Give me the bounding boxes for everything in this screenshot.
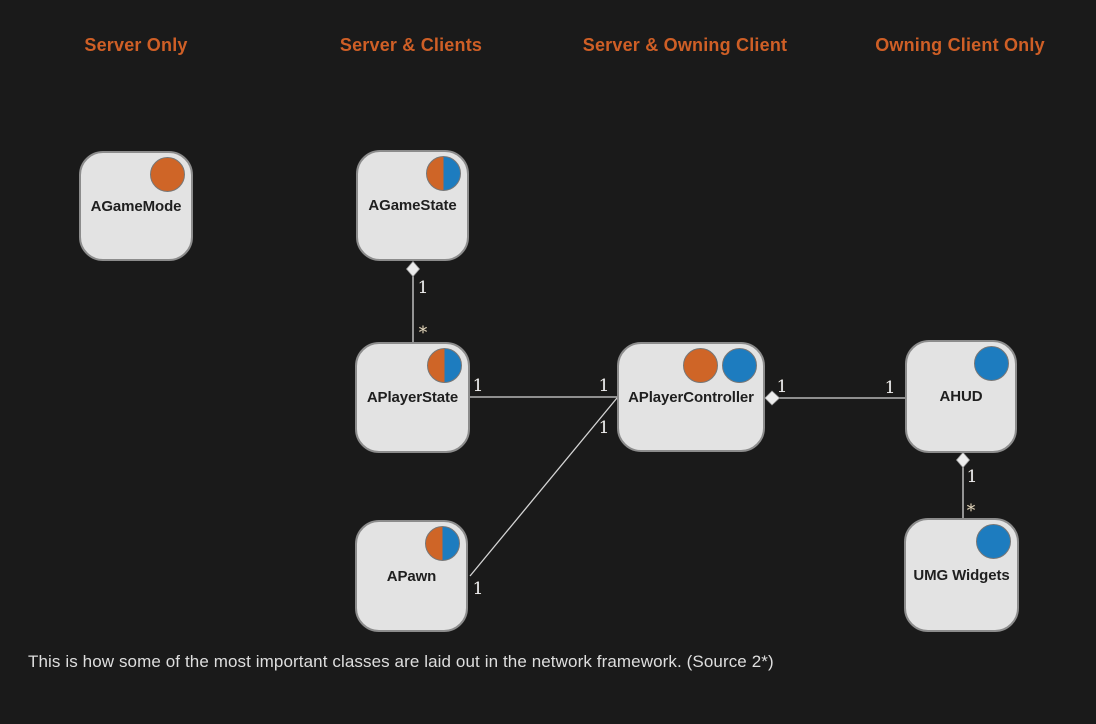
class-node-agamemode: AGameMode xyxy=(79,151,193,261)
class-node-label: UMG Widgets xyxy=(913,566,1010,584)
multiplicity-label: * xyxy=(966,501,976,521)
server-circle xyxy=(683,348,718,383)
class-node-label: APlayerState xyxy=(366,389,459,406)
client-circle xyxy=(974,346,1009,381)
server-client-circle xyxy=(426,156,461,191)
multiplicity-label: 1 xyxy=(884,378,896,398)
caption-text: This is how some of the most important c… xyxy=(28,652,774,671)
client-circle xyxy=(722,348,757,383)
multiplicity-label: 1 xyxy=(417,278,429,298)
class-node-label: AHUD xyxy=(939,388,983,405)
class-node-agamestate: AGameState xyxy=(356,150,469,261)
class-node-aplayercontroller: APlayerController xyxy=(617,342,765,452)
class-node-label: AGameState xyxy=(368,197,457,214)
server-client-circle xyxy=(425,526,460,561)
composition-diamond-ahud xyxy=(955,451,971,469)
multiplicity-label: 1 xyxy=(966,467,978,487)
class-node-label: APawn xyxy=(386,567,437,585)
class-node-apawn: APawn xyxy=(355,520,468,632)
server-client-circle xyxy=(427,348,462,383)
class-node-label: APlayerController xyxy=(628,388,754,406)
composition-diamond-agamestate xyxy=(405,260,421,278)
edge-apawn-aplayercontroller-line xyxy=(469,397,618,577)
column-header-owning-client-only: Owning Client Only xyxy=(875,35,1045,55)
multiplicity-label: 1 xyxy=(598,376,610,396)
multiplicity-label: * xyxy=(418,323,428,343)
column-header-server-and-clients: Server & Clients xyxy=(339,35,483,55)
class-node-umgwidgets: UMG Widgets xyxy=(904,518,1019,632)
column-header-server-owning-client: Server & Owning Client xyxy=(582,35,788,55)
server-circle xyxy=(150,157,185,192)
multiplicity-label: 1 xyxy=(776,377,788,397)
client-circle xyxy=(976,524,1011,559)
column-header-server-only: Server Only xyxy=(84,35,188,55)
class-node-label: AGameMode xyxy=(90,197,182,215)
class-node-aplayerstate: APlayerState xyxy=(355,342,470,453)
multiplicity-label: 1 xyxy=(472,376,484,396)
multiplicity-label: 1 xyxy=(472,579,484,599)
multiplicity-label: 1 xyxy=(598,418,610,438)
class-node-ahud: AHUD xyxy=(905,340,1017,453)
